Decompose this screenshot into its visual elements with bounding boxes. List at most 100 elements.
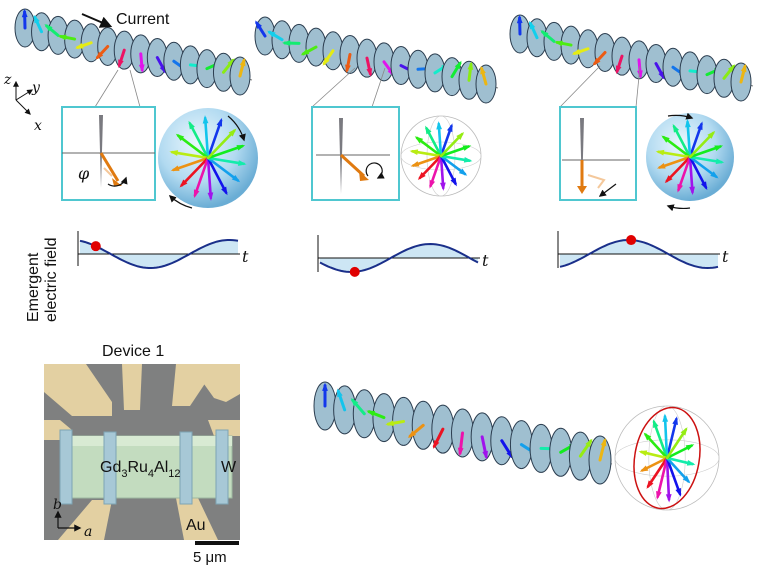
- spin-arrow-icon: [221, 58, 235, 74]
- sphere-rotation-arrow-icon: [667, 112, 694, 120]
- spin-arrow-icon: [688, 155, 695, 196]
- zoom-line: [94, 69, 119, 108]
- spin-arrow-icon: [480, 435, 488, 460]
- field-plot-3: t: [557, 231, 729, 270]
- device-title: Device 1: [102, 343, 164, 360]
- spin-arrow-icon: [672, 123, 692, 159]
- spin-arrow-icon: [665, 456, 672, 503]
- emergent-field-label: Emergent electric field: [25, 238, 60, 322]
- spin-arrow-icon: [407, 423, 425, 439]
- spin-arrow-icon: [615, 54, 624, 75]
- sphere-rotation-arrow-icon: [227, 115, 246, 142]
- electrode: [58, 500, 112, 540]
- spin-arrow-icon: [688, 155, 719, 179]
- spin-arrow-icon: [425, 125, 443, 158]
- axis-x-label: x: [34, 118, 42, 134]
- electrode: [44, 364, 112, 416]
- scale-bar-label: 5 μm: [193, 549, 227, 566]
- spin-arrow-icon: [439, 131, 465, 158]
- spin-arrow-icon: [688, 155, 725, 165]
- sphere-rotation-arrow-icon: [168, 195, 193, 209]
- rotation-arrow-icon: [598, 183, 617, 197]
- emergent-label-line1: Emergent: [25, 252, 42, 322]
- panel-2: t: [311, 67, 489, 277]
- spin-arrow-icon: [255, 20, 267, 38]
- zoom-line: [311, 67, 356, 108]
- spin-arrow-icon: [206, 156, 241, 183]
- spin-arrow-icon: [739, 63, 747, 84]
- spin-arrow-icon: [175, 133, 210, 160]
- spin-arrow-icon: [350, 398, 366, 416]
- electrode: [122, 364, 142, 410]
- w-contact: [59, 429, 73, 505]
- needle-icon: [580, 118, 584, 194]
- spin-arrow-icon: [677, 155, 692, 193]
- spin-arrow-icon: [188, 120, 210, 160]
- time-label: t: [722, 247, 729, 266]
- spin-arrow-icon: [661, 135, 692, 159]
- spin-arrow-icon: [345, 52, 352, 74]
- spin-arrow-icon: [598, 437, 607, 462]
- spin-arrow-icon: [193, 156, 210, 199]
- spin-arrow-icon: [656, 456, 669, 500]
- spin-arrow-icon: [206, 156, 214, 201]
- spin-arrow-icon: [665, 427, 688, 460]
- spin-arrow-icon: [206, 156, 228, 196]
- coordinate-axes: z y x: [3, 72, 42, 134]
- spin-arrow-icon: [578, 438, 593, 458]
- electrode-au-label: Au: [186, 517, 206, 534]
- spin-arrow-icon: [592, 50, 607, 66]
- spin-arrow-icon: [366, 410, 386, 420]
- spin-arrow-icon: [688, 130, 716, 159]
- spin-arrow-icon: [643, 432, 669, 460]
- w-contact: [179, 431, 193, 505]
- spin-arrow-icon: [439, 154, 468, 176]
- spin-arrow-icon: [450, 60, 462, 79]
- electrode: [176, 498, 218, 540]
- current-label: Current: [116, 11, 170, 28]
- spin-arrow-icon: [665, 444, 695, 460]
- spin-arrow-icon: [652, 419, 669, 460]
- device-panel: Device 1 Gd3Ru4Al12 W Au b a 5 μm: [44, 343, 240, 566]
- zoom-line: [371, 67, 386, 108]
- spin-arrow-icon: [457, 431, 464, 457]
- electrode: [200, 364, 240, 402]
- scale-bar: [195, 541, 239, 545]
- spin-arrow-icon: [57, 34, 77, 41]
- spin-arrow-icon: [206, 117, 223, 160]
- spin-arrow-icon: [665, 416, 678, 460]
- spin-arrow-icon: [665, 456, 682, 497]
- chain-panel-1: [14, 8, 253, 96]
- w-contact: [215, 429, 229, 505]
- spin-arrow-icon: [639, 456, 669, 472]
- spin-arrow-icon: [206, 128, 237, 160]
- zoom-line: [129, 69, 141, 108]
- spin-arrow-icon: [656, 155, 692, 169]
- spin-arrow-icon: [238, 57, 246, 78]
- spin-sphere-2: [400, 115, 482, 197]
- spin-arrow-icon: [409, 149, 443, 158]
- spin-sphere-4: [614, 405, 720, 511]
- spin-arrow-icon: [44, 24, 60, 37]
- spin-arrow-icon: [414, 136, 443, 158]
- spin-arrow-icon: [179, 156, 210, 188]
- field-plot-2: t: [317, 235, 489, 277]
- sphere-rotation-arrow-icon: [666, 204, 691, 212]
- spin-arrow-icon: [540, 30, 556, 43]
- needle-icon: [99, 115, 103, 188]
- spin-arrow-icon: [439, 154, 457, 187]
- spin-arrow-icon: [417, 154, 443, 181]
- spin-arrow-icon: [646, 456, 669, 489]
- spin-arrow-icon: [21, 8, 28, 30]
- chain-bottom: [313, 381, 613, 485]
- spin-arrow-icon: [74, 41, 93, 49]
- spin-arrow-icon: [322, 382, 328, 408]
- spin-arrow-icon: [385, 419, 406, 427]
- spin-arrow-icon: [467, 61, 474, 82]
- current-indicator: Current: [81, 11, 170, 28]
- spin-arrow-icon: [638, 450, 669, 460]
- time-label: t: [242, 247, 249, 266]
- field-marker: [90, 241, 101, 252]
- phi-label: φ: [78, 164, 90, 183]
